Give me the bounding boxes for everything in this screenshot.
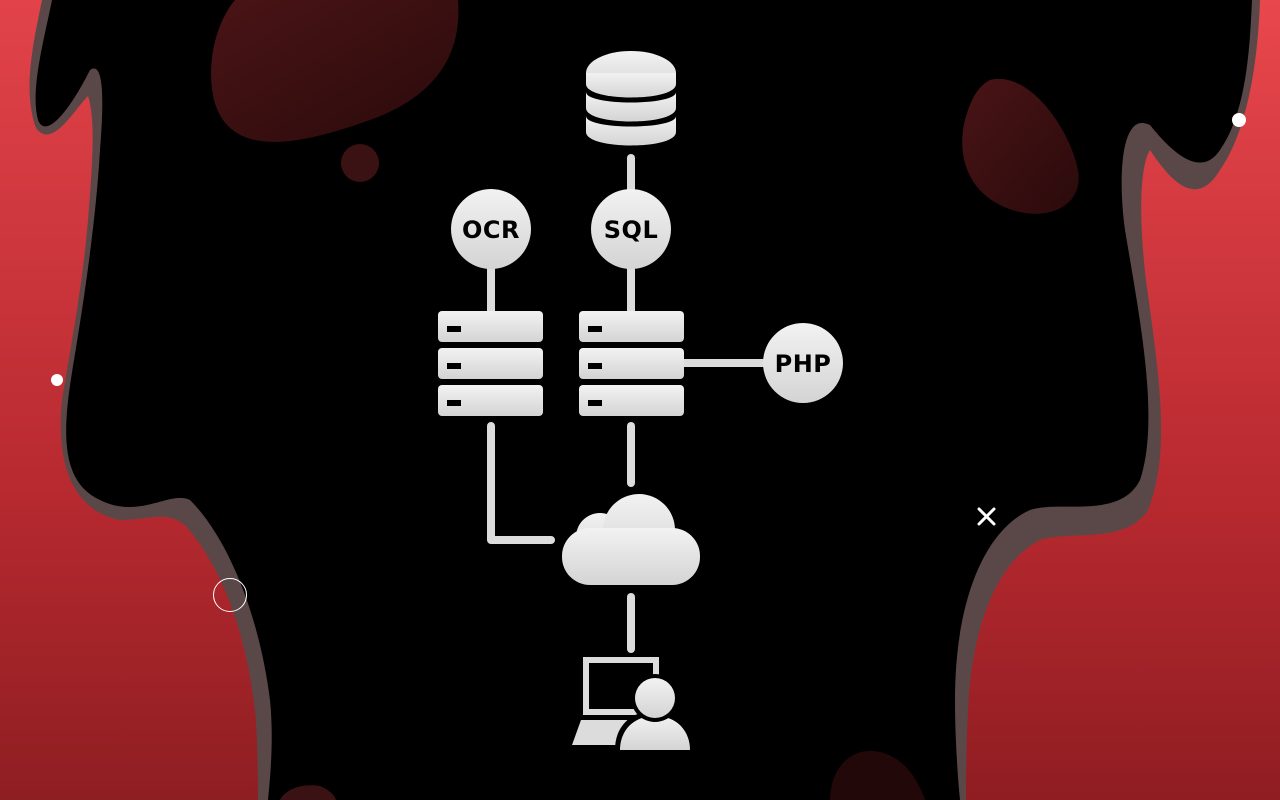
server-icon <box>579 311 684 416</box>
white-dot-left <box>51 374 63 386</box>
white-dot-right <box>1232 113 1246 127</box>
close-icon <box>977 507 996 526</box>
cloud-icon <box>562 494 700 585</box>
sql-node: SQL <box>591 189 671 269</box>
ocr-label: OCR <box>462 216 520 244</box>
server-icon <box>438 311 543 416</box>
dark-blob-bottom-right <box>830 750 925 800</box>
dark-blob-right <box>962 78 1079 214</box>
ocr-node: OCR <box>451 189 531 269</box>
connectors <box>487 154 770 653</box>
user-computer-icon <box>572 657 696 753</box>
right-background-shape <box>955 0 1280 800</box>
php-node: PHP <box>763 323 843 403</box>
dark-blob-bottom-left <box>280 785 336 800</box>
left-background-shape <box>0 0 272 800</box>
connector-server-cloud-elbow <box>487 422 555 544</box>
ring-outline <box>213 578 247 612</box>
dark-dot <box>341 144 379 182</box>
dark-blob-top-left <box>211 0 459 142</box>
database-icon <box>586 51 676 146</box>
php-label: PHP <box>775 350 832 378</box>
sql-label: SQL <box>604 216 658 244</box>
